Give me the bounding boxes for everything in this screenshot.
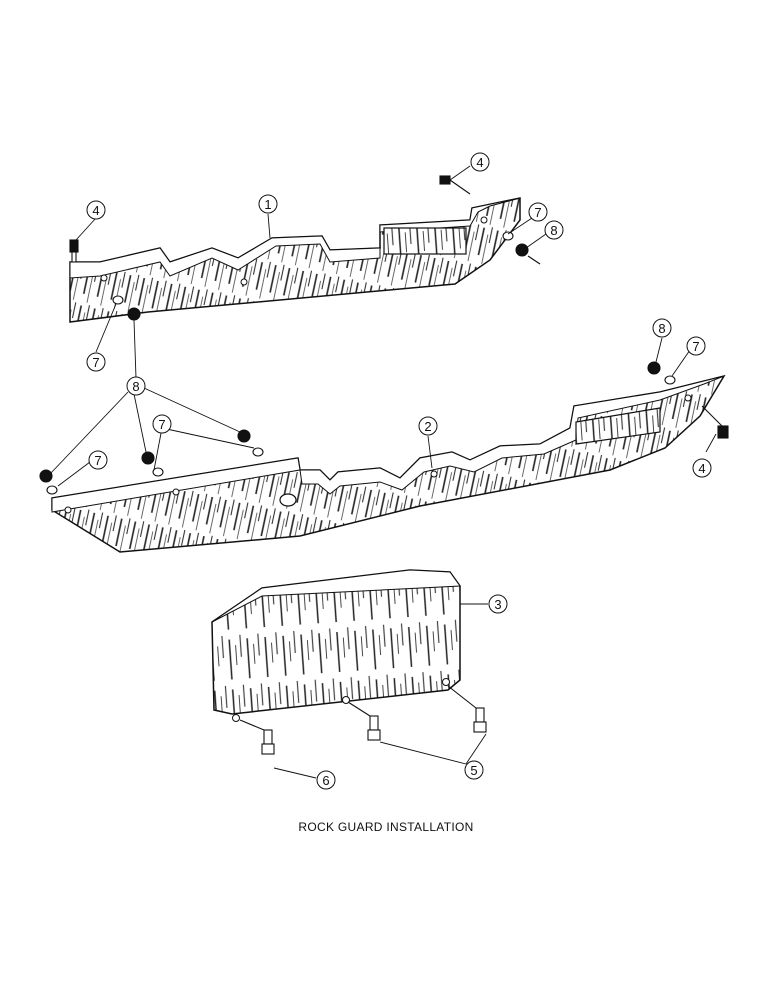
washer-nut-lower-left [39,469,58,495]
washer-nut-lower-right [647,361,676,385]
svg-text:7: 7 [158,417,165,432]
bolt-upper-right [439,175,471,195]
bolt-plate-left [239,719,275,755]
bolt-plate-right [447,685,487,733]
callout-8: 8 [652,318,672,338]
svg-text:7: 7 [92,355,99,370]
svg-text:4: 4 [92,203,99,218]
callout-7: 7 [88,450,108,470]
callout-4: 4 [86,200,106,220]
washer-nut-upper-right [502,231,541,265]
svg-text:5: 5 [470,763,477,778]
svg-text:4: 4 [476,155,483,170]
callout-4: 4 [692,458,712,478]
callout-7: 7 [686,336,706,356]
callout-2: 2 [418,416,438,436]
svg-text:8: 8 [132,379,139,394]
leader-lines [49,165,717,779]
svg-text:8: 8 [658,321,665,336]
bolt-upper-left [69,239,79,263]
bolt-lower-right [701,405,729,439]
callout-1: 1 [258,194,278,214]
hardware [39,175,729,755]
svg-text:8: 8 [550,223,557,238]
figure-caption: ROCK GUARD INSTALLATION [298,820,474,834]
callout-5: 5 [464,760,484,780]
svg-text:2: 2 [424,419,431,434]
callouts: 1 4 4 7 8 7 8 7 7 2 8 7 4 3 5 6 [86,152,712,790]
svg-text:7: 7 [534,205,541,220]
rock-guard-lower [51,374,726,553]
callout-7: 7 [152,414,172,434]
svg-text:4: 4 [698,461,705,476]
callout-8: 8 [544,220,564,240]
callout-7: 7 [528,202,548,222]
callout-7: 7 [86,352,106,372]
svg-text:7: 7 [692,339,699,354]
svg-text:7: 7 [94,453,101,468]
center-guard-plate [211,569,461,722]
callout-6: 6 [316,770,336,790]
rock-guard-upper [69,197,521,323]
callout-3: 3 [488,594,508,614]
washer-nut-lower-mid-b [237,429,264,457]
callout-4: 4 [470,152,490,172]
callout-8: 8 [126,376,146,396]
svg-text:3: 3 [494,597,501,612]
washer-nut-lower-mid-a [141,451,164,477]
svg-text:6: 6 [322,773,329,788]
bolt-plate-mid [347,701,381,741]
svg-text:1: 1 [264,197,271,212]
